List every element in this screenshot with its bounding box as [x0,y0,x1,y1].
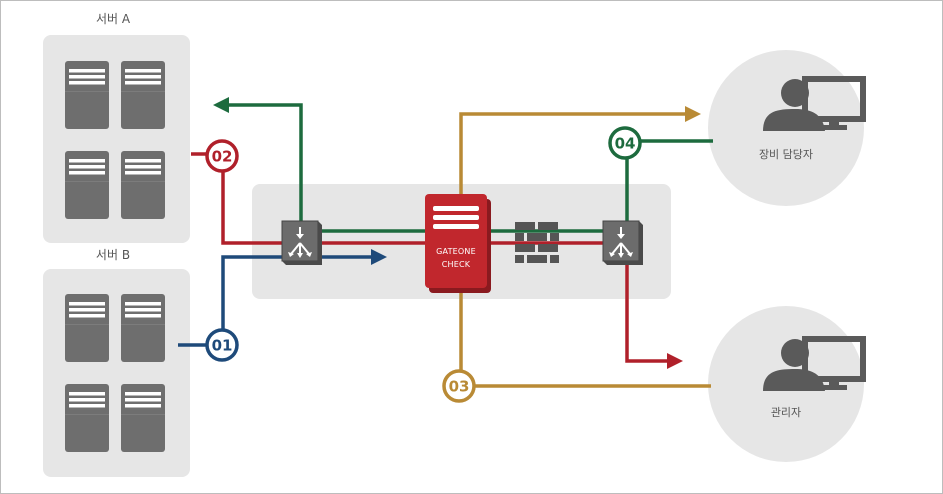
server-b-unit-4-icon [121,384,165,452]
router-left-icon [281,220,323,266]
step-04-badge: 04 [608,126,642,160]
firewall-icon [515,222,559,263]
router-right-icon [602,220,644,266]
server-b-unit-2-icon [121,294,165,362]
step-01-badge: 01 [205,328,239,362]
server-a-label: 서버 A [96,12,131,26]
step-03-badge: 03 [442,369,476,403]
gateone-check-device: GATEONE CHECK [425,194,491,293]
step-02-badge: 02 [205,139,239,173]
gateway-name-line2: CHECK [442,260,471,269]
step-02-label: 02 [212,148,233,166]
device-manager-label: 장비 담당자 [759,148,813,161]
server-a-unit-3-icon [65,151,109,219]
server-b-unit-1-icon [65,294,109,362]
server-a-unit-2-icon [121,61,165,129]
server-b-label: 서버 B [96,248,130,262]
flow-01-arrowhead [371,249,387,265]
flow-02-arrowhead [667,353,683,369]
step-04-label: 04 [615,135,636,153]
server-a-unit-4-icon [121,151,165,219]
gateway-name-line1: GATEONE [436,247,476,256]
flow-03-arrowhead [685,106,701,122]
server-a-unit-1-icon [65,61,109,129]
step-03-label: 03 [449,378,470,396]
server-b-unit-3-icon [65,384,109,452]
step-01-label: 01 [212,337,233,355]
admin-label: 관리자 [771,406,801,419]
flow-04-arrowhead [213,97,229,113]
